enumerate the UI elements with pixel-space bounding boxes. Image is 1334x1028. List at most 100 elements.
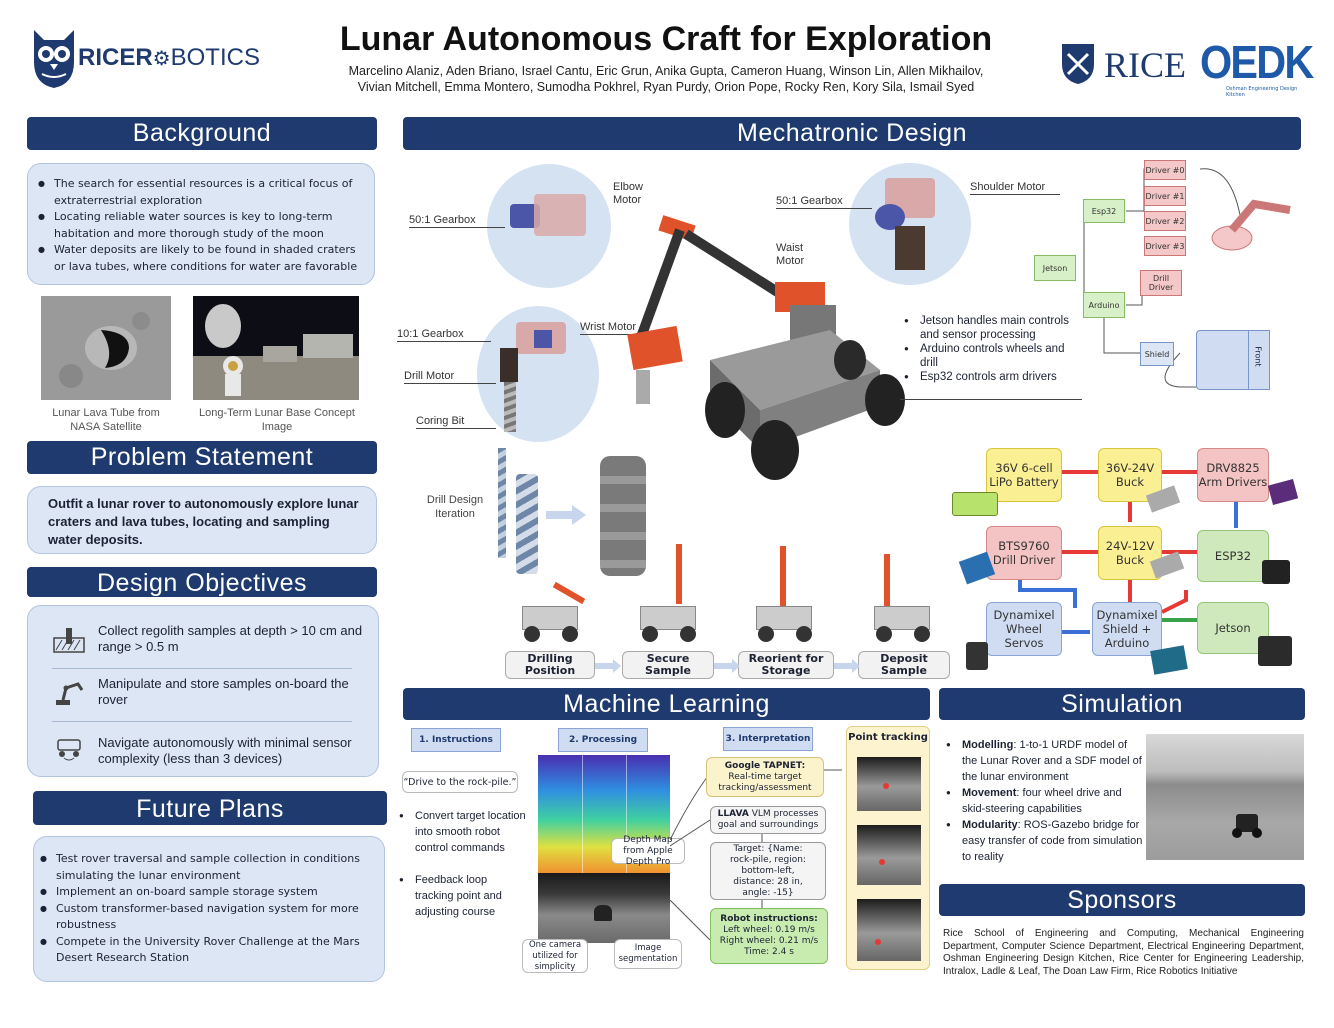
rice-robotics-logo: RICER⚙BOTICS <box>28 22 260 94</box>
ml-step-interpretation: 3. Interpretation <box>723 727 813 751</box>
background-heading: Background <box>27 117 377 150</box>
simulation-list: Modelling: 1-to-1 URDF model of the Luna… <box>942 737 1144 865</box>
future-panel: Test rover traversal and sample collecti… <box>33 836 385 982</box>
lunar-base-caption: Long-Term Lunar Base Concept Image <box>199 407 355 433</box>
tapnet-title: Google TAPNET: <box>724 760 806 771</box>
ml-bullets: Convert target location into smooth robo… <box>395 808 527 920</box>
oedk-logo: OEDK Oshman Engineering Design Kitchen <box>1200 36 1314 98</box>
battery-icon <box>952 492 998 516</box>
problem-panel: Outfit a lunar rover to autonomously exp… <box>27 486 377 554</box>
oedk-text: OEDK <box>1200 36 1314 88</box>
future-bullet: Compete in the University Rover Challeng… <box>36 934 376 967</box>
shoulder-motor-render <box>875 178 945 278</box>
ml-heading: Machine Learning <box>403 688 930 720</box>
lunar-camera-image <box>538 873 670 943</box>
mech-bullet: Jetson handles main controls and sensor … <box>900 314 1084 342</box>
sim-val-modelling: : 1-to-1 URDF model of the Lunar Rover a… <box>962 739 1142 783</box>
jetson-node: Jetson <box>1034 255 1076 281</box>
rice-logo: RICE <box>1060 40 1190 88</box>
label-gearbox-10: 10:1 Gearbox <box>397 328 491 342</box>
tracking-frame <box>857 825 921 885</box>
background-bullet: Water deposits are likely to be found in… <box>34 242 370 275</box>
sim-key-movement: Movement <box>962 787 1017 799</box>
driver-1: Driver #1 <box>1144 186 1186 206</box>
segmentation-caption: Image segmentation <box>614 939 682 969</box>
servo-icon <box>966 642 988 670</box>
problem-text: Outfit a lunar rover to autonomously exp… <box>48 496 359 547</box>
mech-bullet: Esp32 controls arm drivers <box>900 370 1084 384</box>
robot-time: Time: 2.4 s <box>744 947 794 957</box>
front-label: Front <box>1253 346 1263 367</box>
objective-1: Collect regolith samples at depth > 10 c… <box>98 623 363 654</box>
future-heading: Future Plans <box>33 791 387 825</box>
background-bullet: The search for essential resources is a … <box>34 176 370 209</box>
driver-0: Driver #0 <box>1144 160 1186 180</box>
authors-line-1: Marcelino Alaniz, Aden Briano, Israel Ca… <box>348 64 984 78</box>
esp32-node: Esp32 <box>1083 199 1125 223</box>
label-elbow-motor: Elbow Motor <box>613 181 643 206</box>
arduino-board-icon <box>1150 645 1188 675</box>
power-drv8825: DRV8825 Arm Drivers <box>1197 448 1269 502</box>
power-buck-24-12: 24V-12V Buck <box>1098 526 1162 580</box>
stage-deposit: Deposit Sample <box>858 651 950 679</box>
tracking-frame <box>857 899 921 961</box>
sponsors-heading: Sponsors <box>939 884 1305 916</box>
gear-icon: ⚙ <box>152 48 171 70</box>
objectives-heading: Design Objectives <box>27 567 377 597</box>
power-dynamixel-shield: Dynamixel Shield + Arduino <box>1092 602 1162 656</box>
label-gearbox-50-a: 50:1 Gearbox <box>409 214 505 228</box>
mechatronic-bullets: Jetson handles main controls and sensor … <box>900 314 1084 384</box>
elbow-motor-render <box>510 190 590 240</box>
logo-text-a: RICER <box>78 44 153 71</box>
driver-2: Driver #2 <box>1144 211 1186 231</box>
divider <box>52 668 352 669</box>
lunar-base-image <box>193 296 359 400</box>
divider <box>52 721 352 722</box>
problem-heading: Problem Statement <box>27 441 377 474</box>
robot-left: Left wheel: 0.19 m/s <box>723 925 815 935</box>
llava-title: LLAVA <box>717 809 749 819</box>
simulation-heading: Simulation <box>939 688 1305 720</box>
future-bullet: Implement an on-board sample storage sys… <box>36 884 376 901</box>
rover-sensor-icon <box>57 739 81 761</box>
label-wrist-motor: Wrist Motor <box>580 321 650 335</box>
sim-key-modularity: Modularity <box>962 819 1018 831</box>
drill-bit-thin <box>498 448 506 558</box>
arduino-node: Arduino <box>1083 292 1125 318</box>
ml-bullet: Feedback loop tracking point and adjusti… <box>395 872 527 920</box>
gazebo-simulation-image <box>1146 734 1304 860</box>
robot-title: Robot instructions: <box>720 914 818 924</box>
ml-step-instructions: 1. Instructions <box>411 728 501 752</box>
robot-arm-icon <box>56 682 84 705</box>
llava-text: VLM processes goal and surroundings <box>717 809 819 830</box>
label-drill-motor: Drill Motor <box>404 370 496 384</box>
background-bullet: Locating reliable water sources is key t… <box>34 209 370 242</box>
power-wiring <box>1018 470 1238 634</box>
sponsors-text: Rice School of Engineering and Computing… <box>943 928 1304 977</box>
esp32-board-icon <box>1262 560 1290 584</box>
stage-drilling: Drilling Position <box>505 651 595 679</box>
ml-bullet: Convert target location into smooth robo… <box>395 808 527 856</box>
drill-driver-node: Drill Driver <box>1140 270 1182 296</box>
mech-bullet: Arduino controls wheels and drill <box>900 342 1084 370</box>
ml-step-processing: 2. Processing <box>558 728 648 752</box>
wrist-drill-render <box>494 322 574 434</box>
sim-item: Movement: four wheel drive and skid-stee… <box>942 785 1144 817</box>
chassis-sketch: Front <box>1196 322 1276 396</box>
lava-tube-caption: Lunar Lava Tube from NASA Satellite <box>52 407 160 433</box>
tapnet-box: Google TAPNET: Real-time target tracking… <box>706 757 824 797</box>
authors-line-2: Vivian Mitchell, Emma Montero, Sumodha P… <box>357 80 975 94</box>
stage-secure: Secure Sample <box>622 651 714 679</box>
power-battery: 36V 6-cell LiPo Battery <box>986 448 1062 502</box>
power-esp32: ESP32 <box>1197 530 1269 582</box>
sequence-drilling-thumb <box>522 581 632 644</box>
power-jetson: Jetson <box>1197 602 1269 654</box>
sim-item: Modelling: 1-to-1 URDF model of the Luna… <box>942 737 1144 785</box>
objectives-panel <box>27 605 379 777</box>
sim-key-modelling: Modelling <box>962 739 1014 751</box>
poster-title: Lunar Autonomous Craft for Exploration <box>339 20 993 58</box>
sequence-deposit-thumb <box>874 552 934 646</box>
ml-prompt: “Drive to the rock-pile.” <box>402 771 518 793</box>
shield-node: Shield <box>1140 342 1174 366</box>
tracking-frame <box>857 757 921 811</box>
